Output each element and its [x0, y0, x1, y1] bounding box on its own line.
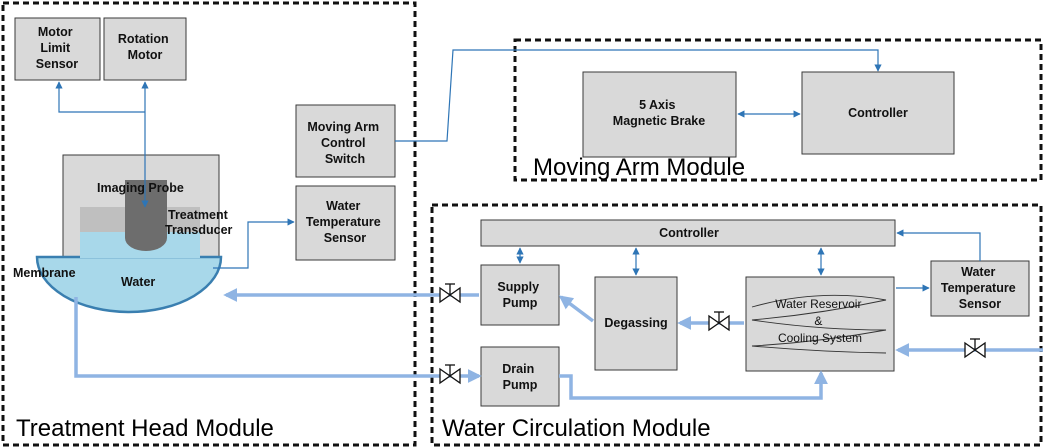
moving-arm-module-label: Moving Arm Module: [533, 154, 745, 181]
drain-valve-icon: [439, 364, 461, 385]
degassing-box: [594, 276, 678, 371]
inlet-valve-icon: [964, 338, 986, 359]
rotation-motor-line-2: Motor: [128, 48, 163, 62]
imaging-probe-label: Imaging Probe: [97, 181, 184, 195]
moving-arm-control-switch-line-2: Control: [321, 136, 365, 150]
wc-water-temperature-sensor-line-2: Temperature: [941, 281, 1016, 295]
motor-limit-sensor-box: [14, 17, 101, 81]
magnetic-brake-line-2: Magnetic Brake: [613, 114, 705, 128]
reservoir-line-3: Cooling System: [778, 331, 862, 345]
treatment-head-module-frame: [1, 1, 417, 447]
motor-limit-sensor-line-3: Sensor: [36, 57, 79, 71]
magnetic-brake-line-1: 5 Axis: [639, 98, 675, 112]
degassing-label: Degassing: [604, 316, 667, 330]
probe-to-motor-limit-line: [55, 81, 145, 113]
water-label: Water: [121, 275, 155, 289]
moving-arm-controller-label: Controller: [848, 106, 908, 120]
water-circulation-module-frame: [430, 203, 1043, 447]
reservoir-line-1: Water Reservoir: [775, 297, 861, 311]
drain-pump-line-2: Pump: [503, 378, 538, 392]
moving-arm-control-switch-label: Moving Arm Control Switch: [307, 120, 382, 166]
th-water-temperature-sensor-line-3: Sensor: [324, 231, 367, 245]
cooling-coil-icon: [751, 294, 887, 354]
moving-arm-controller-box: [801, 71, 955, 155]
moving-arm-control-switch-line-3: Switch: [325, 152, 365, 166]
wc-water-temperature-sensor-line-1: Water: [961, 265, 995, 279]
temp-sensor-to-controller-line: [896, 229, 981, 261]
treatment-head-module-label: Treatment Head Module: [16, 415, 274, 442]
wc-controller-box: [480, 219, 896, 247]
treatment-transducer-label: Treatment Transducer: [165, 208, 233, 237]
head-to-drain-pump-flow: [74, 297, 482, 383]
wc-water-temperature-sensor-box: [930, 260, 1030, 317]
drain-pump-to-reservoir-flow: [559, 370, 828, 400]
moving-arm-module-frame: [513, 38, 1043, 182]
th-water-temperature-sensor-line-1: Water: [326, 199, 360, 213]
membrane-label: Membrane: [13, 266, 76, 280]
treatment-transducer-label-line-2: Transducer: [165, 223, 233, 237]
magnetic-brake-label: 5 Axis Magnetic Brake: [613, 98, 705, 128]
treatment-transducer-label-line-1: Treatment: [168, 208, 229, 222]
moving-arm-control-switch-box: [295, 104, 396, 178]
drain-pump-box: [480, 346, 560, 407]
degassing-valve-icon: [708, 311, 730, 332]
th-water-temperature-sensor-line-2: Temperature: [306, 215, 381, 229]
drain-pump-line-1: Drain: [502, 362, 534, 376]
supply-pump-box: [480, 264, 560, 326]
th-water-temperature-sensor-label: Water Temperature Sensor: [306, 199, 384, 245]
switch-to-moving-arm-controller-line: [395, 49, 882, 142]
water-bath: [35, 255, 223, 314]
transducer-to-temp-sensor-line: [213, 218, 295, 269]
th-water-temperature-sensor-box: [295, 185, 396, 261]
motor-limit-sensor-line-1: Motor: [38, 25, 73, 39]
reservoir-line-2: &: [814, 314, 822, 328]
motor-limit-sensor-line-2: Limit: [40, 41, 71, 55]
rotation-motor-label: Rotation Motor: [118, 32, 172, 62]
wc-water-temperature-sensor-line-3: Sensor: [959, 297, 1002, 311]
wc-water-temperature-sensor-label: Water Temperature Sensor: [941, 265, 1019, 311]
rotation-motor-box: [103, 17, 187, 81]
imaging-probe-tip: [125, 238, 167, 251]
reservoir-box: [745, 276, 895, 372]
rotation-motor-line-1: Rotation: [118, 32, 169, 46]
magnetic-brake-box: [582, 71, 737, 158]
supply-pump-line-2: Pump: [503, 296, 538, 310]
supply-pump-label: Supply Pump: [497, 280, 542, 310]
water-circulation-module-label: Water Circulation Module: [442, 415, 711, 442]
reservoir-label: Water Reservoir & Cooling System: [775, 297, 865, 345]
drain-pump-label: Drain Pump: [502, 362, 537, 392]
wc-controller-label: Controller: [659, 226, 719, 240]
moving-arm-control-switch-line-1: Moving Arm: [307, 120, 379, 134]
degassing-to-supply-pump-flow: [558, 295, 595, 323]
motor-limit-sensor-label: Motor Limit Sensor: [36, 25, 79, 71]
supply-valve-icon: [439, 283, 461, 304]
supply-pump-line-1: Supply: [497, 280, 539, 294]
